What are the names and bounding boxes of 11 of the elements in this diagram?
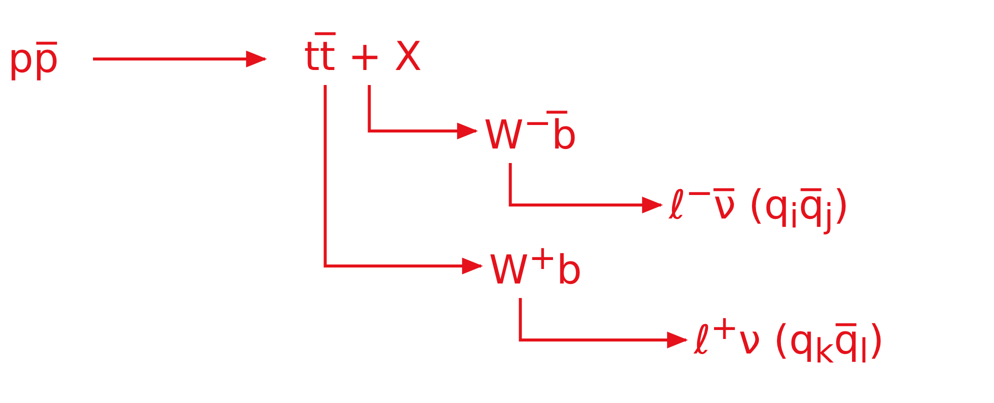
particle-label: tt̅ + X (300, 33, 426, 81)
arrow (324, 85, 484, 274)
particle-label: W$^{−}$b̅ (480, 103, 581, 160)
arrow (508, 163, 664, 214)
arrow (368, 85, 478, 140)
particle-label: ℓ$^{+}$ν (q$_{k}$q̅$_{l}$) (690, 308, 888, 372)
arrow (518, 298, 688, 348)
arrow (93, 50, 268, 68)
particle-label: W$^{+}$b (485, 238, 586, 294)
particle-label: ℓ$^{−}$ν̅ (q$_{i}$q̅$_{j}$) (665, 173, 854, 237)
particle-label: pp̅ (4, 35, 63, 83)
